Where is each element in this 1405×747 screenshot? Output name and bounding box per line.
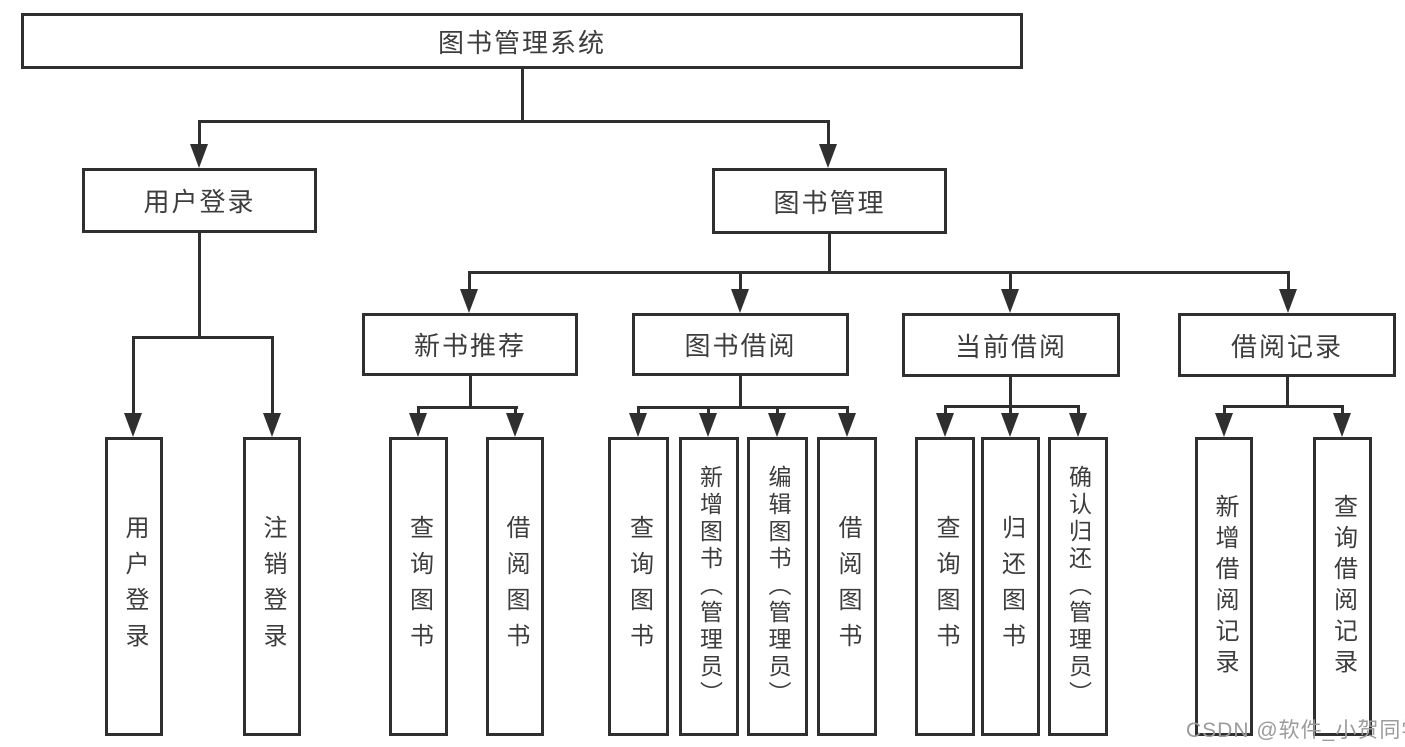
connector-line	[198, 120, 201, 148]
connector-line	[944, 405, 947, 415]
csdn-watermark: CSDN @软件_小贺同学	[1186, 719, 1405, 742]
arrow-down-icon	[460, 289, 478, 313]
arrow-down-icon	[124, 413, 142, 437]
connector-line	[707, 406, 710, 415]
node-label: 图书管理	[773, 187, 886, 218]
connector-line	[827, 120, 830, 148]
leaf-query-books-borrow: 查询图书	[608, 437, 669, 736]
connector-line	[132, 336, 135, 415]
arrow-down-icon	[409, 413, 427, 437]
connector-line	[1286, 377, 1289, 408]
node-label: 借阅图书	[502, 514, 529, 659]
connector-line	[468, 271, 471, 291]
arrow-down-icon	[1279, 289, 1297, 313]
connector-line	[1223, 405, 1226, 415]
node-label: 新书推荐	[413, 331, 526, 361]
connector-line	[1009, 271, 1012, 291]
node-label: 借阅记录	[1230, 331, 1343, 362]
connector-line	[417, 406, 420, 415]
node-label: 用户登录	[143, 187, 256, 217]
node-label: 归还图书	[997, 514, 1025, 659]
connector-line	[1009, 405, 1012, 415]
leaf-logout: 注销登录	[243, 437, 301, 736]
node-new-book-recommendation: 新书推荐	[362, 313, 578, 376]
node-label: 新增图书（管理员）	[696, 465, 723, 708]
arrow-down-icon	[731, 289, 749, 313]
connector-line	[417, 406, 518, 409]
node-borrowing-records: 借阅记录	[1178, 313, 1396, 377]
leaf-borrow-books: 借阅图书	[817, 437, 877, 736]
connector-line	[739, 271, 742, 291]
node-label: 新增借阅记录	[1211, 493, 1238, 680]
leaf-query-books-newbook: 查询图书	[389, 437, 448, 736]
leaf-edit-book-admin: 编辑图书（管理员）	[747, 437, 808, 736]
node-current-borrowing: 当前借阅	[902, 313, 1120, 377]
connector-line	[739, 376, 742, 409]
node-label: 借阅图书	[834, 514, 861, 659]
connector-line	[521, 69, 524, 120]
connector-line	[1077, 405, 1080, 415]
node-book-management: 图书管理	[712, 168, 947, 234]
leaf-user-login: 用户登录	[105, 437, 163, 736]
arrow-down-icon	[506, 413, 524, 437]
arrow-down-icon	[629, 413, 647, 437]
arrow-down-icon	[819, 144, 837, 168]
leaf-add-borrow-record: 新增借阅记录	[1195, 437, 1253, 736]
connector-line	[271, 336, 274, 415]
node-label: 编辑图书（管理员）	[765, 465, 791, 708]
arrow-down-icon	[190, 144, 208, 168]
node-label: 查询图书	[405, 514, 433, 659]
arrow-down-icon	[1001, 289, 1019, 313]
connector-line	[1223, 405, 1344, 408]
node-label: 注销登录	[259, 514, 286, 659]
leaf-return-books: 归还图书	[981, 437, 1040, 736]
node-label: 确认归还（管理员）	[1065, 465, 1092, 708]
connector-line	[198, 120, 830, 123]
connector-line	[1287, 271, 1290, 291]
leaf-query-borrow-record: 查询借阅记录	[1313, 437, 1372, 736]
node-label: 图书管理系统	[437, 27, 606, 58]
arrow-down-icon	[936, 413, 954, 437]
arrow-down-icon	[1069, 413, 1087, 437]
connector-line	[637, 406, 849, 409]
leaf-borrow-books-newbook: 借阅图书	[486, 437, 544, 736]
leaf-confirm-return-admin: 确认归还（管理员）	[1048, 437, 1108, 736]
node-label: 用户登录	[121, 514, 148, 659]
node-label: 当前借阅	[954, 331, 1067, 362]
node-book-borrowing: 图书借阅	[632, 313, 849, 376]
connector-line	[846, 406, 849, 415]
connector-line	[637, 406, 640, 415]
node-label: 查询图书	[625, 514, 653, 659]
arrow-down-icon	[768, 413, 786, 437]
node-label: 查询借阅记录	[1329, 493, 1357, 680]
connector-line	[776, 406, 779, 415]
connector-line	[944, 405, 1080, 408]
connector-line	[1009, 377, 1012, 408]
connector-line	[468, 271, 1290, 274]
arrow-down-icon	[263, 413, 281, 437]
arrow-down-icon	[1001, 413, 1019, 437]
node-label: 图书借阅	[684, 331, 797, 361]
leaf-add-book-admin: 新增图书（管理员）	[679, 437, 739, 736]
leaf-query-books-current: 查询图书	[915, 437, 975, 736]
connector-line	[1341, 405, 1344, 415]
connector-line	[132, 336, 274, 339]
arrow-down-icon	[1215, 413, 1233, 437]
connector-line	[514, 406, 517, 415]
connector-line	[828, 234, 831, 274]
node-user-login: 用户登录	[82, 168, 317, 233]
node-label: 查询图书	[932, 514, 959, 659]
connector-line	[198, 233, 201, 339]
arrow-down-icon	[838, 413, 856, 437]
arrow-down-icon	[699, 413, 717, 437]
node-library-management-system: 图书管理系统	[21, 13, 1023, 69]
connector-line	[469, 376, 472, 409]
arrow-down-icon	[1333, 413, 1351, 437]
